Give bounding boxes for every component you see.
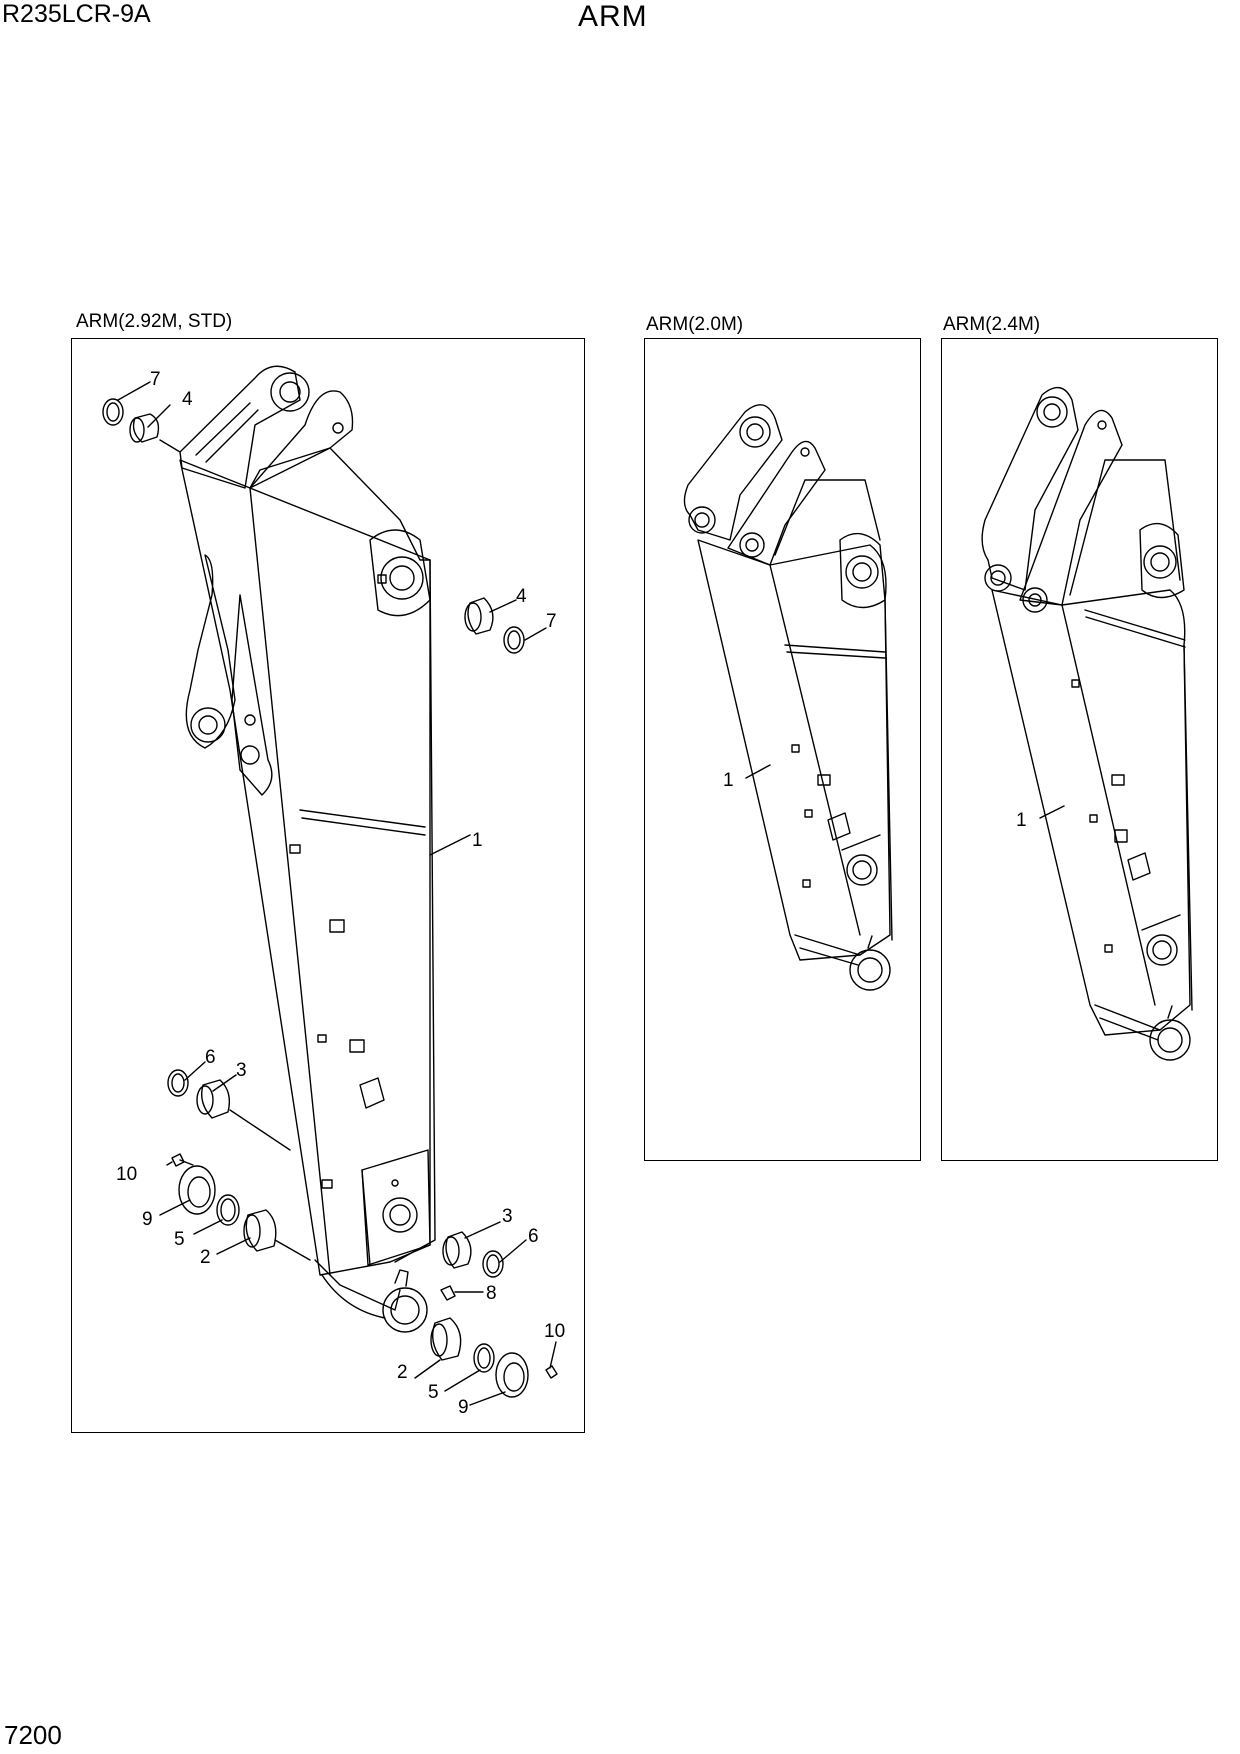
callout-std-10: 10	[116, 1164, 137, 1185]
page-title: ARM	[578, 0, 648, 33]
callout-std-8: 8	[486, 1283, 497, 1304]
callout-std-9: 9	[142, 1209, 153, 1230]
callout-std-5: 5	[174, 1229, 185, 1250]
panel-title-2-0m: ARM(2.0M)	[646, 314, 744, 335]
callout-std-4b: 4	[516, 586, 527, 607]
callout-std-7: 7	[150, 369, 161, 390]
callout-2-0m-1: 1	[723, 770, 734, 791]
callouts-std: 7 4 4 7 1 6 3 10 9 5 2 3 6 8 10 2 5 9	[116, 369, 565, 1418]
arm-std-drawing	[102, 365, 558, 1406]
callout-std-4: 4	[182, 389, 193, 410]
callout-std-9b: 9	[458, 1397, 469, 1418]
callout-std-1: 1	[472, 830, 483, 851]
callout-std-6b: 6	[528, 1226, 539, 1247]
panel-title-2-4m: ARM(2.4M)	[943, 314, 1041, 335]
panel-arm-2-4m	[941, 338, 1218, 1161]
callout-std-3: 3	[236, 1060, 247, 1081]
arm-2-0m-drawing	[683, 404, 893, 991]
page-number: 7200	[4, 1720, 62, 1750]
callout-std-2: 2	[200, 1247, 211, 1268]
callout-std-2b: 2	[397, 1362, 408, 1383]
panel-title-std: ARM(2.92M, STD)	[76, 311, 233, 332]
panel-arm-std	[71, 338, 585, 1433]
model-code: R235LCR-9A	[2, 0, 151, 28]
callout-2-4m-1: 1	[1016, 810, 1027, 831]
callout-std-10b: 10	[544, 1321, 565, 1342]
callout-std-5b: 5	[428, 1382, 439, 1403]
callout-std-6: 6	[205, 1047, 216, 1068]
callout-std-7b: 7	[546, 611, 557, 632]
arm-2-4m-drawing	[981, 387, 1193, 1061]
panel-arm-2-0m	[644, 338, 921, 1161]
callout-std-3b: 3	[502, 1206, 513, 1227]
